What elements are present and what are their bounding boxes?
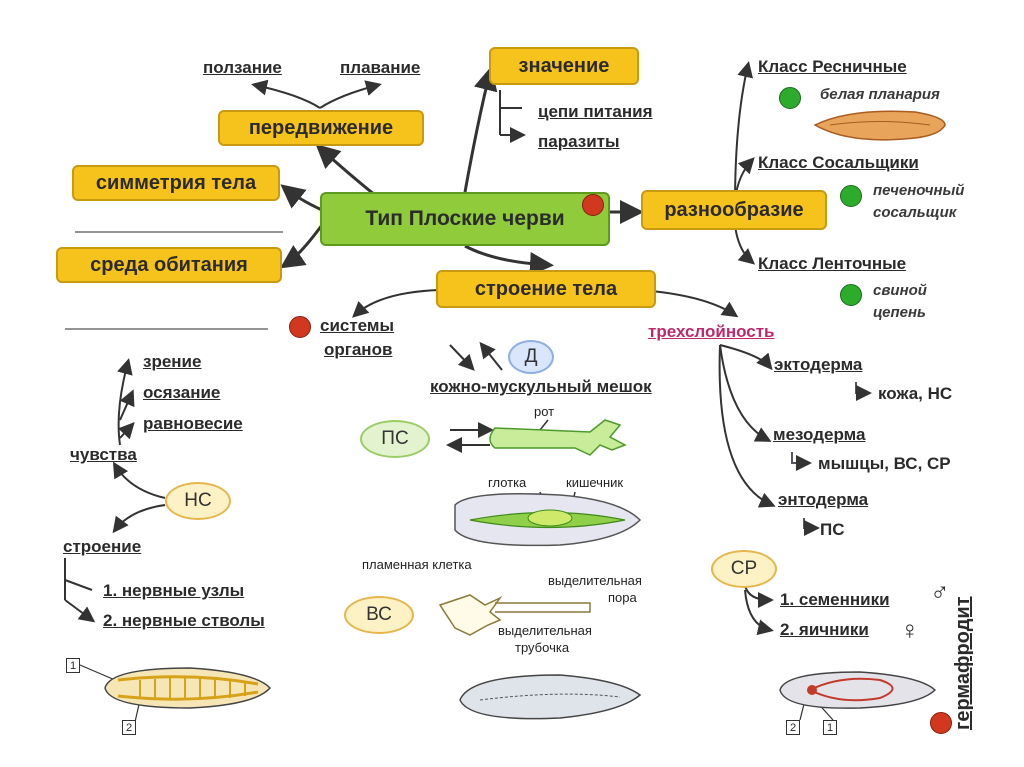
arrow-to-habitat: [280, 224, 324, 269]
ectoderm-output: кожа, НС: [878, 384, 953, 403]
red-marker-icon: [930, 712, 952, 734]
excretory-tube-line1: выделительная: [498, 623, 592, 638]
figure-label-1: 1: [823, 720, 837, 735]
male-symbol-icon: ♂: [930, 577, 950, 607]
hermaphrodite-label: гермафродит: [952, 596, 974, 730]
white-planaria-label: белая планария: [820, 86, 940, 103]
class-tapeworms-label: Класс Ленточные: [758, 254, 907, 273]
green-marker-icon: [840, 284, 862, 306]
intestine-label: кишечник: [566, 475, 624, 490]
excretory-system-sketch: [438, 594, 591, 636]
arrow-to-structure: [464, 244, 554, 276]
food-chains-label: цепи питания: [538, 102, 653, 121]
figure-label-2: 2: [122, 720, 136, 735]
digestive-system-sketch: [489, 419, 627, 456]
mesoderm-output: мышцы, ВС, СР: [818, 454, 951, 473]
vision-label: зрение: [143, 352, 202, 371]
nervous-structure-label: строение: [63, 537, 142, 556]
class-flukes-label: Класс Сосальщики: [758, 153, 919, 172]
oval-ns: НС: [165, 482, 231, 520]
three-layer-label: трехслойность: [648, 322, 775, 341]
structure-box: строение тела: [436, 270, 656, 308]
oval-sr: СР: [711, 550, 777, 588]
pork-tapeworm-line1: свиной: [873, 282, 927, 299]
reproductive-system-sketch: [779, 671, 937, 709]
swimming-label: плавание: [340, 58, 421, 77]
touch-label: осязание: [143, 383, 221, 402]
senses-label: чувства: [70, 445, 137, 464]
arrow-to-significance: [463, 66, 498, 193]
ovaries-label: 2. яичники: [780, 620, 869, 639]
mesoderm-label: мезодерма: [773, 425, 866, 444]
ganglia-label: 1. нервные узлы: [103, 581, 245, 600]
movement-box: передвижение: [218, 110, 424, 146]
excretory-pore-line1: выделительная: [548, 573, 642, 588]
symmetry-box: симметрия тела: [72, 165, 280, 201]
oval-d: Д: [508, 340, 554, 374]
organ-systems-line1: системы: [320, 316, 395, 335]
arrow-to-movement: [315, 143, 376, 197]
testes-label: 1. семенники: [780, 590, 890, 609]
crawling-label: ползание: [203, 58, 282, 77]
green-marker-icon: [840, 185, 862, 207]
habitat-box: среда обитания: [56, 247, 282, 283]
flame-cell-label: пламенная клетка: [362, 557, 472, 572]
pork-tapeworm-line2: цепень: [873, 304, 926, 321]
figure-label-2: 2: [786, 720, 800, 735]
skin-muscle-sac-label: кожно-мускульный мешок: [430, 377, 652, 396]
flatworm-excretory-sketch: [459, 674, 642, 720]
oval-ps: ПС: [360, 420, 430, 458]
nervous-system-sketch: [104, 667, 272, 709]
excretory-tube-line2: трубочка: [515, 640, 570, 655]
liver-fluke-line1: печеночный: [873, 182, 965, 199]
center-title: Тип Плоские черви: [365, 207, 565, 230]
parasites-label: паразиты: [538, 132, 620, 151]
white-planaria-sketch: [813, 110, 946, 141]
mouth-label: рот: [534, 404, 555, 419]
balance-label: равновесие: [143, 414, 243, 433]
red-marker-icon: [289, 316, 311, 338]
green-marker-icon: [779, 87, 801, 109]
liver-fluke-line2: сосальщик: [873, 204, 957, 221]
female-symbol-icon: ♀: [900, 615, 920, 645]
class-ciliated-label: Класс Ресничные: [758, 57, 907, 76]
ectoderm-label: эктодерма: [774, 355, 863, 374]
endoderm-output: ПС: [820, 520, 845, 539]
significance-box: значение: [489, 47, 639, 85]
figure-label-1: 1: [66, 658, 80, 673]
arrow-to-symmetry: [280, 184, 323, 212]
flatworm-gut-sketch: [454, 493, 642, 547]
center-topic: Тип Плоские черви: [320, 192, 610, 246]
oval-vs: ВС: [344, 596, 414, 634]
organ-systems-line2: органов: [324, 340, 393, 359]
excretory-pore-line2: пора: [608, 590, 637, 605]
nerve-trunks-label: 2. нервные стволы: [103, 611, 265, 630]
diversity-box: разнообразие: [641, 190, 827, 230]
endoderm-label: энтодерма: [778, 490, 869, 509]
pharynx-label: глотка: [488, 475, 527, 490]
red-marker-icon: [582, 194, 604, 216]
